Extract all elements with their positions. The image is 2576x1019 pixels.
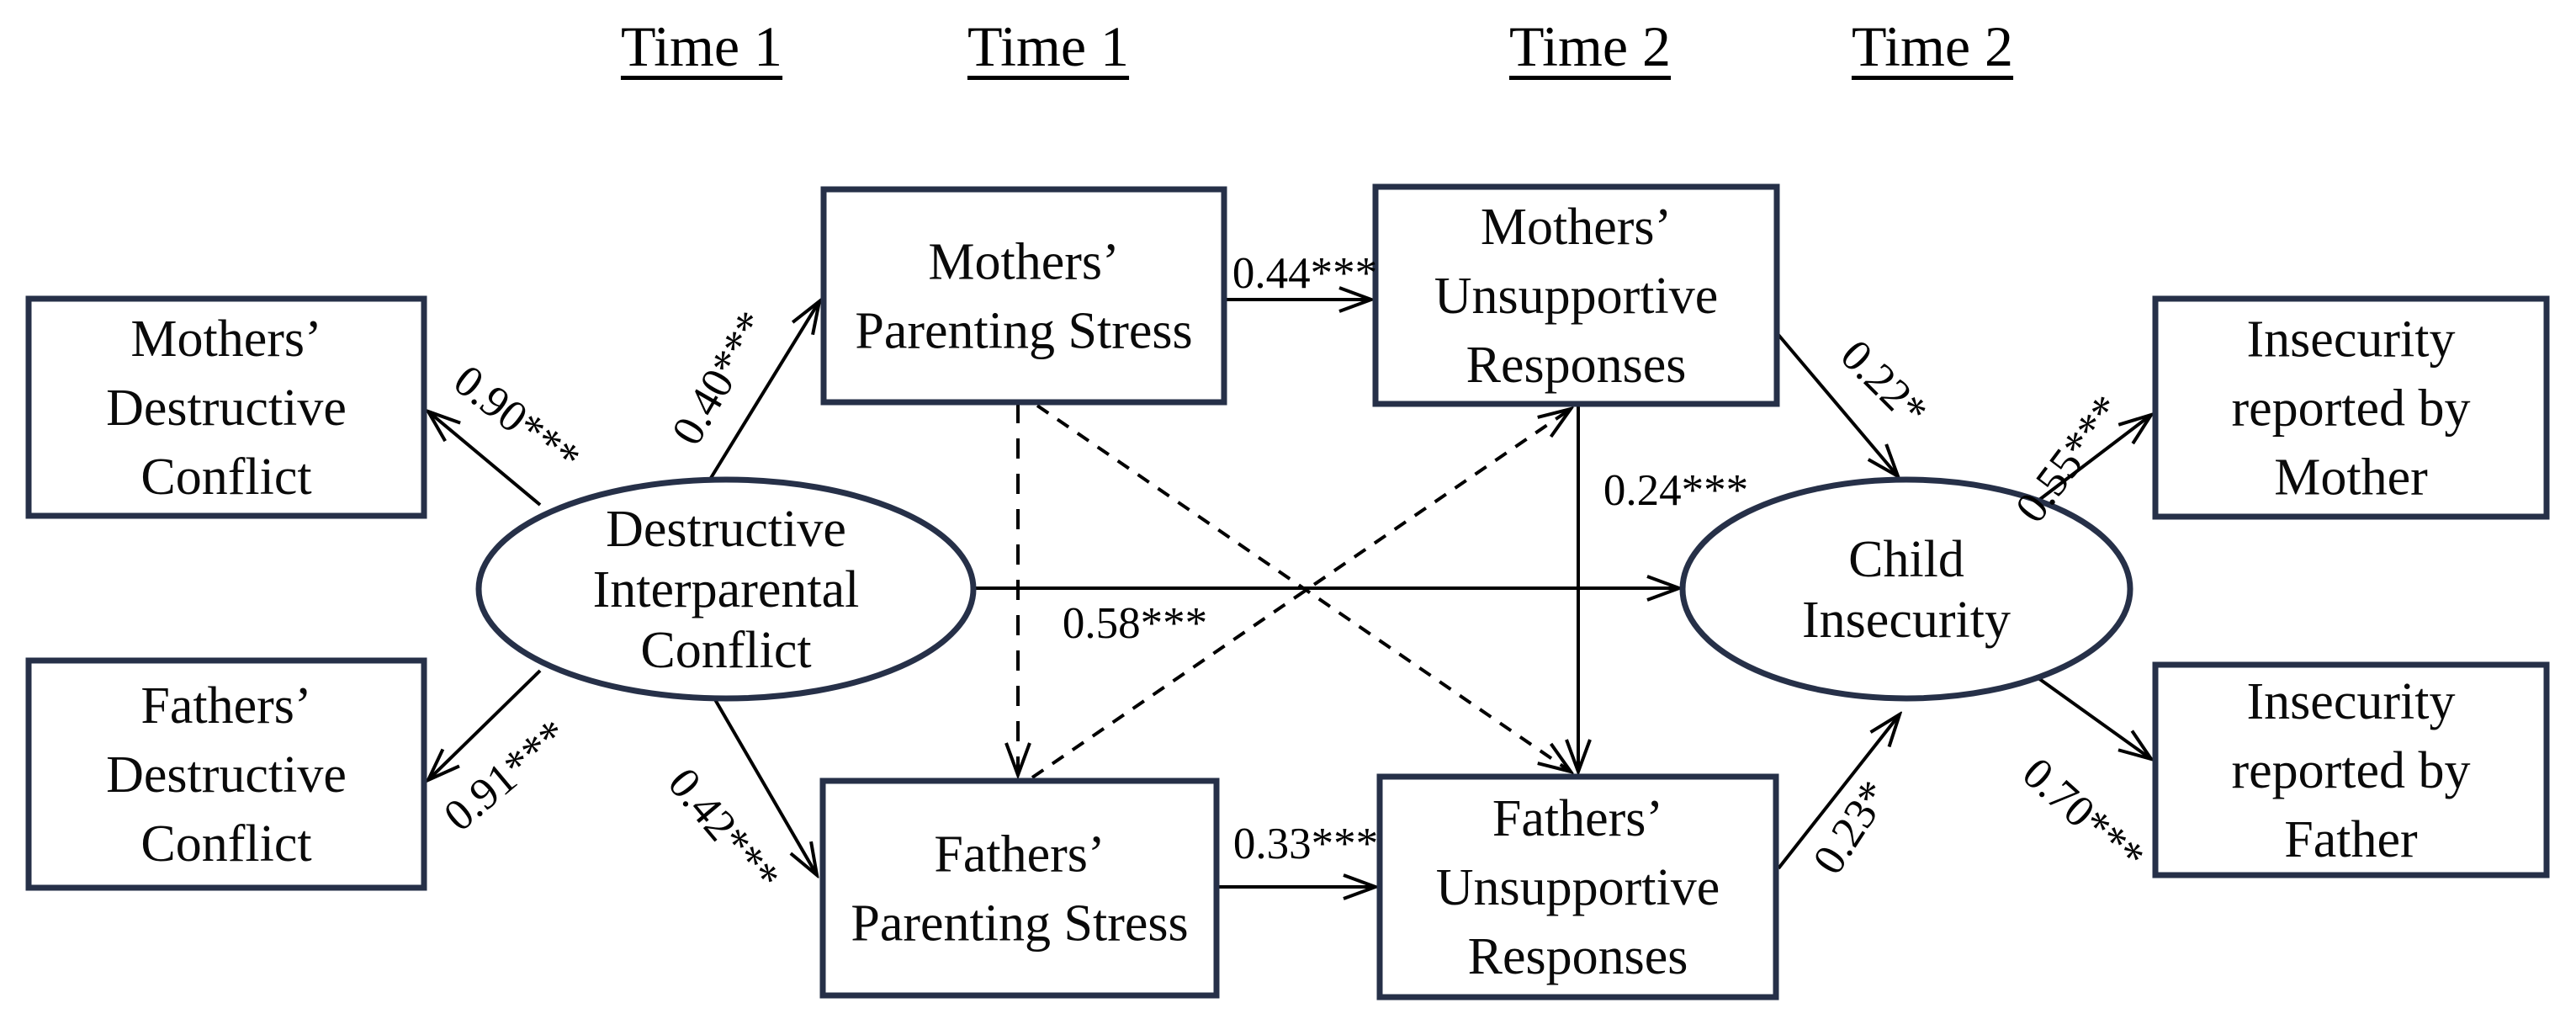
edge-fathers-parenting-to-mothers-unsupportive-ns [1031,409,1571,779]
mothers-parenting-stress: Mothers’Parenting Stress [820,186,1227,406]
time-header-4: Time 2 [1851,14,2014,78]
weight-0-42: 0.42*** [659,759,789,901]
weight-0-58: 0.58*** [1063,599,1207,648]
weight-0-24: 0.24*** [1603,466,1748,515]
weight-0-70: 0.70*** [2013,749,2154,882]
destructive-interparental-conflict-ellipse [475,476,977,702]
weight-0-33: 0.33*** [1233,820,1378,868]
weight-0-22: 0.22* [1831,331,1937,436]
edge-dic-to-fathers-parenting [712,695,817,875]
insecurity-reported-by-father-box [2152,661,2550,878]
edge-mothers-parenting-to-fathers-unsupportive-ns [1036,404,1571,772]
weight-0-90: 0.90*** [445,356,589,484]
weight-0-55: 0.55*** [2006,386,2133,531]
fathers-parenting-stress-label: Fathers’Parenting Stress [851,826,1188,953]
edge-child-insecurity-to-father-report [2037,677,2151,759]
mothers-parenting-stress-label: Mothers’Parenting Stress [855,234,1192,360]
weight-0-23: 0.23* [1804,772,1900,884]
edges-layer [428,300,2151,887]
edge-dic-to-mothers-destructive [428,411,542,507]
weight-0-44: 0.44*** [1232,249,1377,298]
time-header-1: Time 1 [620,14,783,78]
mothers-destructive-conflict-box [25,295,427,519]
mothers-unsupportive-responses-box [1372,183,1780,407]
time-header-2: Time 1 [967,14,1130,78]
insecurity-reported-by-mother-box [2152,295,2550,520]
edge-child-insecurity-to-mother-report [2034,415,2151,504]
fathers-parenting-stress: Fathers’Parenting Stress [819,778,1220,999]
time-header-3: Time 2 [1508,14,1672,78]
edge-dic-to-fathers-destructive [428,669,542,780]
edge-fathers-unsupportive-to-child-insecurity [1777,714,1900,870]
edge-dic-to-mothers-parenting [709,301,819,480]
fathers-unsupportive-responses-box [1376,773,1779,1000]
fathers-parenting-stress-box [819,778,1220,999]
mothers-parenting-stress-box [820,186,1227,406]
weight-0-91: 0.91*** [435,710,577,841]
child-insecurity-ellipse [1679,476,2133,702]
fathers-destructive-conflict-box [25,657,427,891]
edge-mothers-unsupportive-to-child-insecurity [1777,333,1898,476]
weight-0-40: 0.40*** [663,303,777,453]
